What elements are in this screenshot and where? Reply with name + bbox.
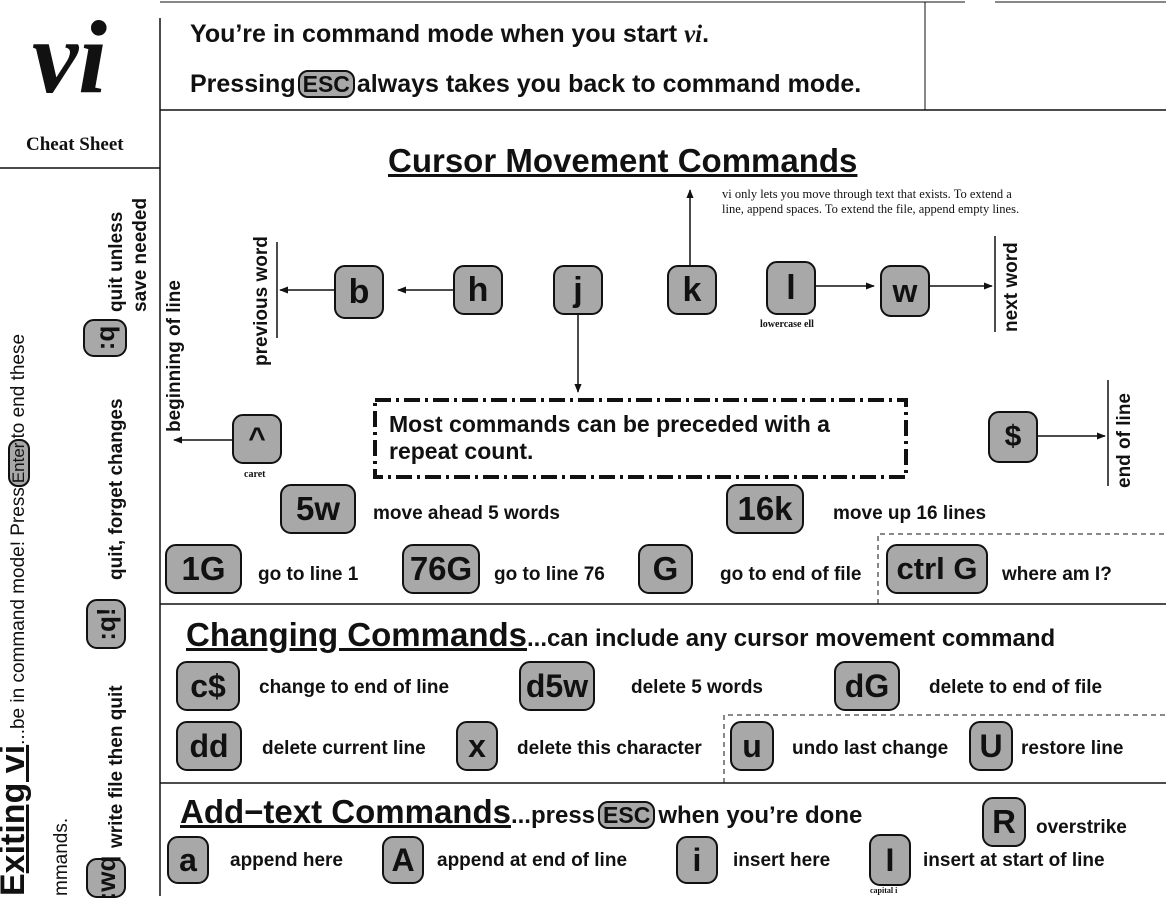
header-line-2-prefix: Pressing — [190, 70, 296, 98]
key-c-dollar: c$ — [176, 661, 240, 711]
key-16k: 16k — [726, 484, 804, 534]
desc-dg: delete to end of file — [929, 677, 1103, 698]
key-l: l — [766, 261, 816, 315]
caret-label: caret — [244, 469, 266, 480]
cursor-note-line-1: vi only lets you move through text that … — [722, 187, 1012, 201]
exiting-note-prefix: ...be in command mode! Press — [8, 487, 29, 745]
header-line-1: You’re in command mode when you start vi… — [190, 20, 709, 49]
key-w: w — [880, 265, 930, 317]
lowercase-ell-label: lowercase ell — [760, 319, 814, 330]
exiting-title-text: xiting vi — [0, 744, 32, 874]
desc-capital-i: insert at start of line — [923, 850, 1105, 871]
desc-c-dollar: change to end of line — [259, 677, 450, 698]
key-d5w: d5w — [519, 661, 595, 711]
cursor-note: vi only lets you move through text that … — [722, 187, 1019, 217]
esc-key: ESC — [297, 70, 355, 99]
exiting-title: Exiting vi...be in command mode! PressEn… — [0, 334, 33, 896]
enter-key: Enter — [8, 438, 30, 488]
cursor-title-text: Cursor Movement Commands — [388, 142, 858, 179]
repeat-count-note: Most commands can be preceded with a rep… — [389, 411, 830, 465]
key-a: a — [167, 836, 209, 884]
beginning-of-line-label: beginning of line — [164, 280, 185, 432]
write-quit-label: write file then quit — [106, 685, 127, 848]
desc-1g: go to line 1 — [258, 564, 359, 585]
addtext-title-text: Add−text Commands — [180, 793, 511, 830]
logo-subtitle: Cheat Sheet — [26, 134, 124, 155]
desc-capital-u: restore line — [1021, 738, 1124, 759]
key-caret: ^ — [232, 414, 282, 464]
key-ctrl-g: ctrl G — [886, 544, 988, 594]
logo-title: vi — [32, 0, 108, 115]
desc-16k: move up 16 lines — [833, 503, 987, 524]
key-i: i — [676, 836, 718, 884]
logo: vi Cheat Sheet — [0, 0, 160, 168]
header-line-2-suffix: always takes you back to command mode. — [356, 70, 862, 98]
key-u: u — [730, 721, 774, 771]
key-g: G — [638, 544, 693, 594]
capital-i-label: capital i — [870, 886, 898, 895]
quit-key: :q — [83, 319, 127, 357]
key-j: j — [553, 265, 603, 315]
exiting-note-line-2: mmands. — [51, 817, 72, 896]
cursor-section-title: Cursor Movement Commands — [388, 142, 857, 180]
desc-x: delete this character — [517, 738, 702, 759]
end-of-line-label: end of line — [1114, 393, 1135, 488]
quit-label-1: quit unless — [106, 211, 127, 312]
exiting-title-prefix: E — [0, 873, 32, 896]
changing-title-text: Changing Commands — [186, 616, 528, 653]
next-word-label: next word — [1001, 242, 1022, 332]
key-h: h — [453, 265, 503, 315]
force-quit-key: :q! — [86, 599, 126, 649]
desc-ctrl-g: where am I? — [1002, 564, 1112, 585]
desc-5w: move ahead 5 words — [373, 503, 560, 524]
header-line-1-em: vi — [684, 21, 703, 48]
repeat-count-line-1: Most commands can be preceded with a — [389, 411, 830, 437]
key-x: x — [456, 721, 498, 771]
key-capital-u: U — [969, 721, 1013, 771]
exiting-note-suffix: to end these — [8, 333, 29, 439]
force-quit-label: quit, forget changes — [106, 398, 127, 580]
quit-label-2: save needed — [130, 197, 151, 312]
key-5w: 5w — [280, 484, 356, 534]
key-dd: dd — [176, 721, 242, 771]
desc-76g: go to line 76 — [494, 564, 605, 585]
desc-g: go to end of file — [720, 564, 862, 585]
previous-word-label: previous word — [251, 236, 272, 366]
desc-capital-a: append at end of line — [437, 850, 628, 871]
cursor-note-line-2: line, append spaces. To extend the file,… — [722, 202, 1020, 216]
desc-u: undo last change — [792, 738, 949, 759]
key-capital-i: I — [869, 834, 911, 886]
desc-capital-r: overstrike — [1036, 817, 1127, 838]
key-1g: 1G — [165, 544, 242, 594]
key-b: b — [334, 265, 384, 319]
exiting-note: ...be in command mode! PressEnterto end … — [8, 333, 30, 745]
esc-key-addtext: ESC — [598, 801, 656, 830]
desc-d5w: delete 5 words — [631, 677, 763, 698]
changing-section-title: Changing Commands...can include any curs… — [186, 616, 1055, 654]
repeat-count-line-2: repeat count. — [389, 438, 534, 464]
write-quit-key: :wq — [86, 856, 126, 900]
addtext-subtitle-prefix: ...press — [510, 802, 596, 829]
key-k: k — [667, 265, 717, 315]
header-line-1-prefix: You’re in command mode when you start — [190, 20, 685, 48]
key-76g: 76G — [402, 544, 480, 594]
changing-subtitle: ...can include any cursor movement comma… — [527, 625, 1056, 652]
key-capital-a: A — [382, 836, 424, 884]
addtext-subtitle-suffix: when you’re done — [658, 802, 863, 829]
desc-a: append here — [230, 850, 343, 871]
key-dollar: $ — [988, 411, 1038, 463]
key-capital-r: R — [982, 797, 1026, 847]
desc-dd: delete current line — [262, 738, 426, 759]
key-dg: dG — [834, 661, 900, 711]
desc-i: insert here — [733, 850, 831, 871]
header-line-1-suffix: . — [702, 20, 710, 48]
